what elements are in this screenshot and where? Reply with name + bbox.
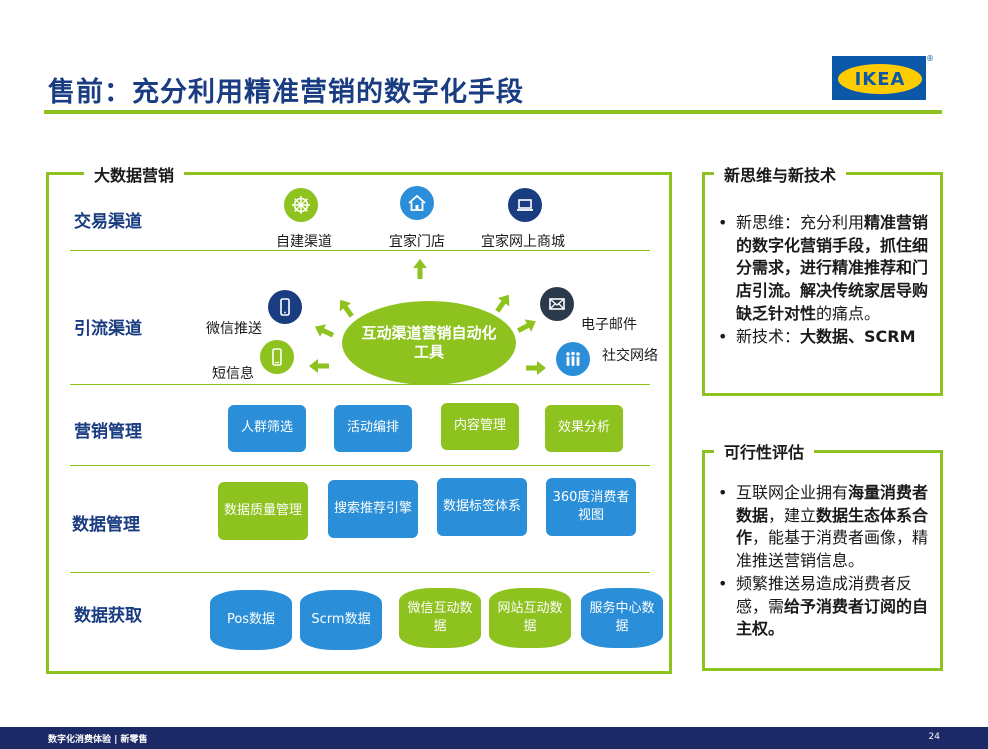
arrow-up-right bbox=[495, 294, 510, 313]
traffic-label-sms: 短信息 bbox=[212, 366, 254, 382]
traffic-label-wechat: 微信推送 bbox=[206, 321, 262, 337]
bullet-item: 新思维：充分利用精准营销的数字化营销手段，抓住细分需求，进行精准推荐和门店引流。… bbox=[716, 212, 934, 326]
data-management-item: 数据标签体系 bbox=[437, 478, 527, 536]
data-source-cylinder: Pos数据 bbox=[210, 590, 292, 650]
wheel-icon bbox=[284, 188, 318, 222]
logo-registered-mark: ® bbox=[926, 54, 934, 63]
channel-label-online-mall: 宜家网上商城 bbox=[481, 234, 565, 250]
row-label-data-management: 数据管理 bbox=[72, 515, 140, 535]
bullet-item: 新技术：大数据、SCRM bbox=[716, 326, 934, 349]
row-separator bbox=[70, 572, 650, 573]
row-label-data-acquisition: 数据获取 bbox=[74, 606, 142, 626]
row-label-traffic: 引流渠道 bbox=[74, 319, 142, 339]
footer-text: 数字化消费体验 | 新零售 bbox=[48, 735, 148, 745]
ikea-logo: IKEA ® bbox=[832, 54, 934, 100]
phone-icon bbox=[268, 290, 302, 324]
marketing-item: 内容管理 bbox=[441, 403, 519, 450]
laptop-icon bbox=[508, 188, 542, 222]
page-title: 售前：充分利用精准营销的数字化手段 bbox=[48, 77, 524, 108]
new-thinking-bullets: 新思维：充分利用精准营销的数字化营销手段，抓住细分需求，进行精准推荐和门店引流。… bbox=[716, 212, 934, 348]
feasibility-panel bbox=[702, 450, 943, 671]
arrow-up-left bbox=[339, 299, 354, 318]
marketing-automation-hub: 互动渠道营销自动化工具 bbox=[342, 301, 516, 385]
row-label-transaction: 交易渠道 bbox=[74, 212, 142, 232]
row-separator bbox=[70, 384, 650, 385]
arrow-right-up bbox=[516, 319, 536, 333]
people-icon bbox=[556, 342, 590, 376]
up-arrow bbox=[413, 259, 427, 279]
marketing-item: 效果分析 bbox=[545, 405, 623, 452]
data-source-cylinder: Scrm数据 bbox=[300, 590, 382, 650]
big-data-marketing-title: 大数据营销 bbox=[84, 162, 185, 186]
footer-bar: 数字化消费体验 | 新零售 24 bbox=[0, 727, 988, 749]
marketing-item: 人群筛选 bbox=[228, 405, 306, 452]
data-source-cylinder: 微信互动数据 bbox=[399, 588, 481, 648]
house-icon bbox=[400, 186, 434, 220]
row-separator bbox=[70, 465, 650, 466]
row-separator bbox=[70, 250, 650, 251]
data-management-item: 360度消费者视图 bbox=[546, 478, 636, 536]
row-label-marketing: 营销管理 bbox=[74, 422, 142, 442]
data-source-cylinder: 网站互动数据 bbox=[489, 588, 571, 648]
bullet-item: 频繁推送易造成消费者反感，需给予消费者订阅的自主权。 bbox=[716, 573, 934, 641]
data-management-item: 搜索推荐引擎 bbox=[328, 480, 418, 538]
title-divider bbox=[44, 110, 942, 114]
mail-icon bbox=[540, 287, 574, 321]
bullet-item: 互联网企业拥有海量消费者数据，建立数据生态体系合作，能基于消费者画像，精准推送营… bbox=[716, 482, 934, 573]
traffic-label-social: 社交网络 bbox=[602, 348, 658, 364]
marketing-item: 活动编排 bbox=[334, 405, 412, 452]
feasibility-bullets: 互联网企业拥有海量消费者数据，建立数据生态体系合作，能基于消费者画像，精准推送营… bbox=[716, 482, 934, 641]
arrow-left bbox=[309, 359, 329, 373]
page-number: 24 bbox=[928, 732, 940, 742]
traffic-label-email: 电子邮件 bbox=[581, 317, 637, 333]
channel-label-own: 自建渠道 bbox=[276, 234, 332, 250]
phone-icon bbox=[260, 340, 294, 374]
arrow-right bbox=[526, 361, 546, 375]
channel-label-store: 宜家门店 bbox=[389, 234, 445, 250]
data-source-cylinder: 服务中心数据 bbox=[581, 588, 663, 648]
arrow-left-up bbox=[314, 324, 335, 338]
logo-text: IKEA bbox=[854, 68, 906, 90]
logo-oval: IKEA bbox=[838, 64, 922, 94]
data-management-item: 数据质量管理 bbox=[218, 482, 308, 540]
feasibility-title: 可行性评估 bbox=[714, 439, 815, 463]
big-data-marketing-panel bbox=[46, 172, 672, 674]
new-thinking-title: 新思维与新技术 bbox=[714, 162, 847, 186]
